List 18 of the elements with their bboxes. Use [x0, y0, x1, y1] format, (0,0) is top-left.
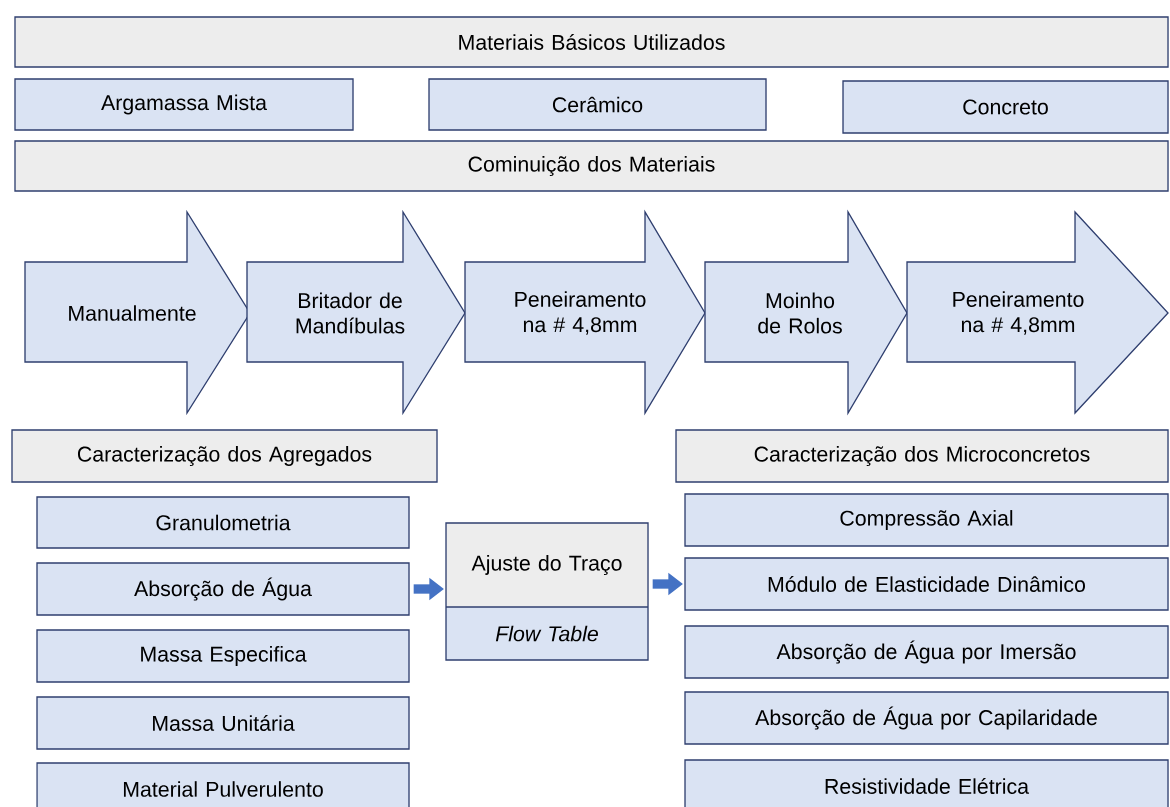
heading-box: Caracterização dos Microconcretos: [675, 429, 1169, 483]
process-box: Absorção de Água por Capilaridade: [684, 691, 1169, 745]
process-box: Argamassa Mista: [14, 78, 354, 131]
heading-box: Caracterização dos Agregados: [11, 429, 438, 483]
process-box: Cerâmico: [428, 78, 767, 131]
process-box: Massa Unitária: [36, 696, 410, 750]
process-box: Massa Especifica: [36, 629, 410, 683]
process-box: Absorção de Água por Imersão: [684, 625, 1169, 679]
process-box: Granulometria: [36, 496, 410, 549]
heading-box: Materiais Básicos Utilizados: [14, 16, 1169, 68]
process-box: Absorção de Água: [36, 562, 410, 616]
process-box: Módulo de Elasticidade Dinâmico: [684, 557, 1169, 611]
process-box: Resistividade Elétrica: [684, 759, 1169, 807]
process-box: Concreto: [842, 80, 1169, 134]
process-box: Material Pulverulento: [36, 762, 410, 807]
process-box: Ajuste do Traço Flow Table: [445, 522, 649, 661]
heading-box: Cominuição dos Materiais: [14, 140, 1169, 192]
process-box: Compressão Axial: [684, 493, 1169, 547]
